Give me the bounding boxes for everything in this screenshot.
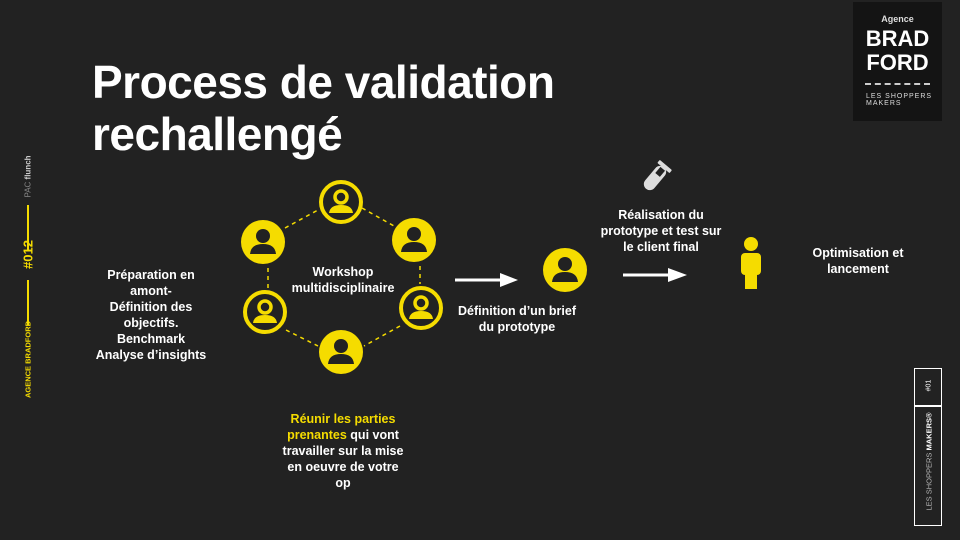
page-badge: #01 LES SHOPPERS MAKERS®: [914, 368, 942, 526]
person-filled-icon: [392, 218, 436, 262]
connection-lines: [267, 207, 421, 347]
person-outline-icon: [319, 180, 363, 224]
arrow-right-icon: [455, 273, 518, 287]
person-standing-icon: [741, 237, 761, 289]
side-line: [27, 280, 29, 325]
agency-logo: Agence BRAD FORD LES SHOPPERS MAKERS: [853, 2, 942, 121]
person-filled-icon: [319, 330, 363, 374]
person-outline-icon: [243, 290, 287, 334]
page-title: Process de validation rechallengé: [92, 56, 555, 160]
test-tube-icon: [643, 160, 672, 191]
person-outline-icon: [399, 286, 443, 330]
logo-divider: [865, 83, 930, 85]
step-reunir: Réunir les parties prenantes qui vont tr…: [282, 412, 404, 490]
person-filled-icon: [241, 220, 285, 264]
person-filled-icon: [543, 248, 587, 292]
arrow-right-icon: [623, 268, 687, 282]
side-line: [27, 205, 29, 250]
